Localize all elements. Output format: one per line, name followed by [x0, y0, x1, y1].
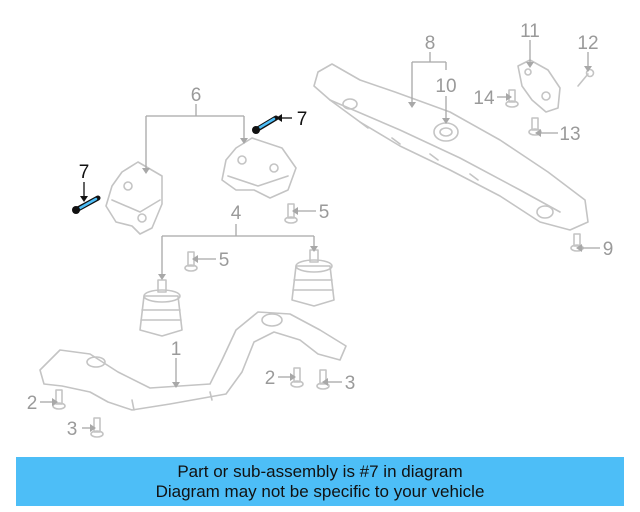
callout-labels: 1 2 2 3 3 4 5 5 6 7 7 8 9 10 11 12 13 14: [27, 21, 614, 440]
leader-lines: [40, 40, 600, 429]
callout-3b: 3: [345, 373, 356, 394]
bolt-3a: [90, 417, 104, 438]
callout-4: 4: [231, 203, 242, 224]
callout-5b: 5: [219, 250, 230, 271]
callout-7-left: 7: [79, 162, 90, 183]
info-banner: Part or sub-assembly is #7 in diagram Di…: [16, 457, 624, 506]
callout-2a: 2: [27, 393, 38, 414]
subframe-part: [39, 311, 347, 411]
banner-line-2: Diagram may not be specific to your vehi…: [155, 481, 485, 501]
callout-1: 1: [171, 339, 182, 360]
bolt-12: [577, 68, 595, 87]
bolt-7-left: [72, 195, 101, 214]
callout-5a: 5: [319, 202, 330, 223]
bolt-2b: [290, 367, 304, 388]
callout-12: 12: [577, 33, 598, 54]
callout-13: 13: [559, 124, 580, 145]
banner-line-1: Part or sub-assembly is #7 in diagram: [177, 461, 463, 481]
bracket-part: [517, 59, 561, 113]
bolt-5b: [284, 203, 298, 224]
arrow-heads-highlight: [80, 114, 282, 202]
bolt-2a: [52, 389, 66, 410]
callout-7-right: 7: [297, 109, 308, 130]
callout-3a: 3: [67, 419, 78, 440]
callout-11: 11: [520, 21, 540, 42]
engine-mount-right: [291, 249, 335, 307]
parts-diagram: 1 2 2 3 3 4 5 5 6 7 7 8 9 10 11 12 13 14: [27, 21, 614, 440]
engine-mount-left: [139, 279, 183, 337]
bolt-3b: [316, 369, 330, 390]
callout-8: 8: [425, 33, 436, 54]
bolt-7-right: [252, 115, 279, 134]
callout-2b: 2: [265, 368, 276, 389]
mount-bracket-left: [105, 161, 163, 235]
callout-14: 14: [473, 88, 495, 109]
bolt-5a: [184, 251, 198, 272]
crossmember-part: [313, 63, 589, 231]
callout-10: 10: [435, 76, 456, 97]
callout-6: 6: [191, 85, 202, 106]
mount-bracket-right: [221, 137, 297, 199]
arrow-heads: [52, 62, 592, 432]
callout-9: 9: [603, 239, 614, 260]
